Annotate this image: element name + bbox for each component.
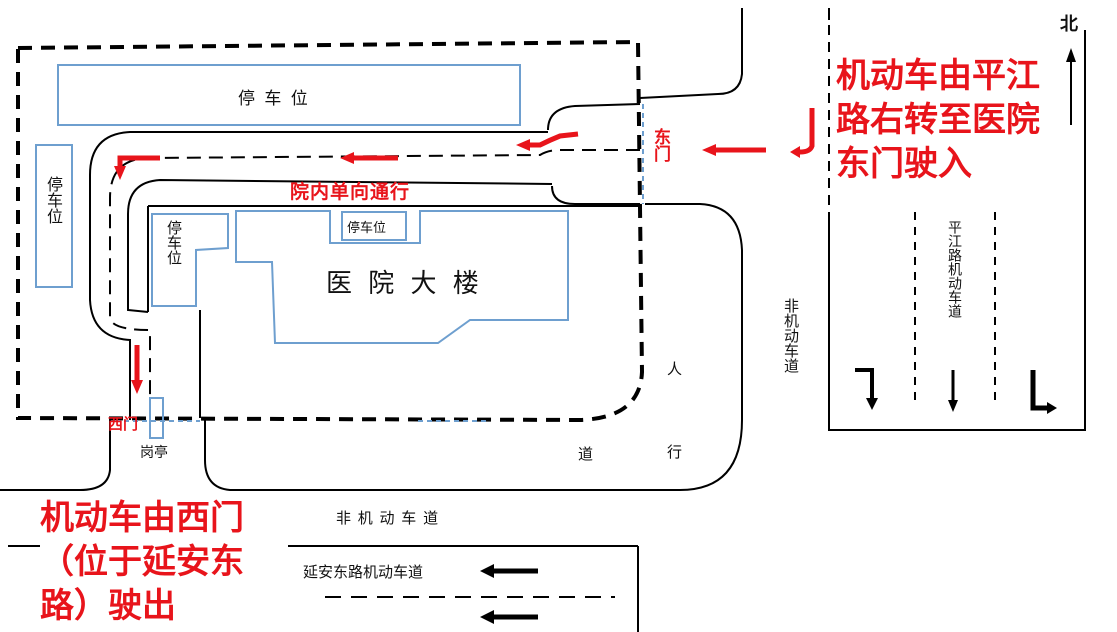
- gate-turn-arrow-icon: [528, 131, 579, 148]
- parking-inner-box: [151, 213, 229, 307]
- exit-note: 机动车由西门（位于延安东路）驶出: [40, 498, 244, 626]
- non-motor-bottom-label: 非 机 动 车 道: [336, 509, 440, 527]
- parking-left-label: 停车位: [44, 176, 63, 224]
- west-road-curve: [0, 420, 111, 491]
- parking-top-box: [57, 64, 521, 126]
- building-parking-label: 停车位: [347, 221, 387, 236]
- pingjiang-road-west-curb: [639, 8, 743, 99]
- pingjiang-road-east-curb: [828, 8, 1086, 431]
- pingjiang-lane-label: 平江路机动车道: [946, 220, 962, 318]
- parking-inner-label: 停车位: [165, 220, 183, 265]
- left-turn-arrow-icon: [855, 368, 874, 402]
- road-center-line: [109, 149, 640, 418]
- parking-top-label: 停 车 位: [238, 89, 310, 109]
- non-motor-right-label: 非机动车道: [782, 298, 800, 373]
- corner-arrow-icon: [117, 155, 160, 168]
- sidewalk-char-3: 行: [667, 443, 683, 461]
- east-gate-road-edge: [547, 103, 641, 205]
- hospital-boundary: [16, 39, 645, 423]
- road-outer-edge: [89, 131, 548, 420]
- yanan-lane-label: 延安东路机动车道: [303, 563, 424, 581]
- entry-note: 机动车由平江路右转至医院东门驶入: [836, 56, 1040, 184]
- guard-booth-box: [149, 397, 164, 439]
- building-outline: [235, 210, 569, 344]
- building-label: 医 院 大 楼: [326, 269, 483, 299]
- guard-booth-label: 岗亭: [140, 445, 168, 461]
- east-gate-label: 东门: [650, 128, 670, 162]
- west-gate-label: 西门: [108, 415, 139, 433]
- entry-hook-arrow-icon: [799, 108, 815, 155]
- building-parking-box: [341, 211, 407, 241]
- sidewalk-char-2: 道: [578, 445, 594, 463]
- one-way-label: 院内单向通行: [290, 181, 411, 203]
- sidewalk-char-1: 人: [667, 360, 683, 378]
- north-label: 北: [1060, 14, 1078, 35]
- road-inner-edge: [127, 178, 553, 313]
- traffic-flow-arrows: [114, 108, 815, 394]
- right-turn-arrow-icon: [1030, 370, 1050, 411]
- east-road-curve: [204, 203, 743, 491]
- parking-left-box: [35, 144, 73, 288]
